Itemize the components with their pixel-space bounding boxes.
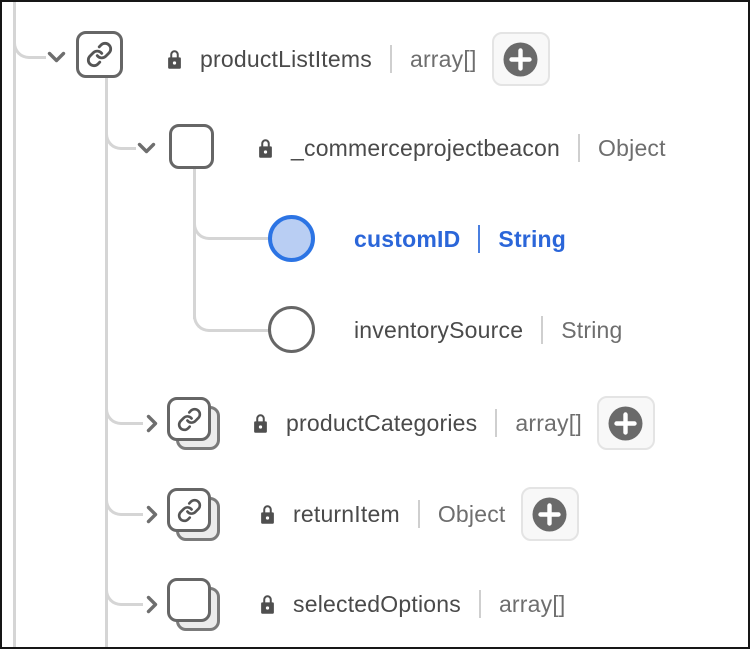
chevron-right-icon[interactable] bbox=[146, 414, 159, 438]
field-row-selectedOptions: selectedOptions array[] bbox=[259, 576, 566, 632]
field-row-inventorySource: inventorySource String bbox=[354, 302, 623, 358]
plus-icon bbox=[608, 406, 643, 440]
stack-front-card bbox=[167, 578, 211, 622]
plus-icon bbox=[503, 42, 538, 76]
type-divider bbox=[417, 500, 420, 528]
field-name[interactable]: inventorySource bbox=[354, 316, 524, 343]
type-divider bbox=[578, 134, 581, 162]
field-row-productListItems: productListItems array[] bbox=[166, 31, 550, 87]
field-name[interactable]: productCategories bbox=[286, 409, 478, 436]
add-field-button[interactable] bbox=[596, 396, 655, 450]
field-circle-icon[interactable] bbox=[268, 306, 315, 353]
tree-line-product-list-items bbox=[105, 75, 108, 647]
tree-elbow bbox=[105, 408, 143, 425]
tree-elbow bbox=[13, 42, 46, 59]
field-name[interactable]: selectedOptions bbox=[293, 590, 461, 617]
plus-icon bbox=[532, 497, 567, 531]
field-name[interactable]: productListItems bbox=[200, 45, 372, 72]
add-field-button[interactable] bbox=[520, 487, 579, 541]
stacked-box-icon[interactable] bbox=[167, 578, 221, 632]
type-divider bbox=[478, 590, 481, 618]
field-type: Object bbox=[437, 500, 506, 527]
field-name[interactable]: customID bbox=[354, 225, 461, 252]
tree-elbow bbox=[105, 499, 143, 516]
lock-icon bbox=[259, 504, 276, 525]
type-divider bbox=[389, 45, 392, 73]
field-type: array[] bbox=[515, 409, 582, 436]
type-divider bbox=[495, 409, 498, 437]
field-type: Object bbox=[598, 134, 666, 161]
stacked-link-box-icon[interactable] bbox=[167, 397, 221, 451]
stack-front-card bbox=[167, 397, 211, 441]
field-row-productCategories: productCategories array[] bbox=[252, 395, 655, 451]
field-row-customID: customID String bbox=[354, 211, 566, 267]
link-icon bbox=[177, 498, 201, 522]
tree-elbow bbox=[105, 589, 143, 606]
field-type: String bbox=[498, 225, 567, 252]
lock-icon bbox=[252, 413, 269, 434]
field-name[interactable]: _commerceprojectbeacon bbox=[291, 134, 561, 161]
type-divider bbox=[541, 316, 544, 344]
tree-line-root bbox=[13, 2, 16, 647]
field-row-commerceprojectbeacon: _commerceprojectbeacon Object bbox=[257, 120, 666, 176]
lock-icon bbox=[257, 138, 274, 159]
field-type: array[] bbox=[409, 45, 477, 72]
field-row-returnItem: returnItem Object bbox=[259, 486, 579, 542]
tree-elbow bbox=[105, 133, 136, 150]
add-field-button[interactable] bbox=[491, 32, 550, 86]
chevron-right-icon[interactable] bbox=[146, 595, 159, 619]
field-type: array[] bbox=[498, 590, 566, 617]
field-type: String bbox=[561, 316, 623, 343]
chevron-right-icon[interactable] bbox=[146, 505, 159, 529]
tree-line-commerceprojectbeacon bbox=[193, 167, 196, 319]
lock-icon bbox=[166, 49, 183, 70]
chevron-down-icon[interactable] bbox=[47, 51, 66, 69]
object-box-icon[interactable] bbox=[169, 124, 214, 169]
field-circle-selected-icon[interactable] bbox=[268, 215, 315, 262]
field-name[interactable]: returnItem bbox=[293, 500, 400, 527]
link-box-icon[interactable] bbox=[76, 31, 123, 78]
link-icon bbox=[86, 41, 113, 68]
chevron-down-icon[interactable] bbox=[137, 142, 156, 160]
lock-icon bbox=[259, 594, 276, 615]
type-divider bbox=[478, 225, 481, 253]
stacked-link-box-icon[interactable] bbox=[167, 488, 221, 542]
tree-elbow bbox=[193, 315, 269, 332]
stack-front-card bbox=[167, 488, 211, 532]
link-icon bbox=[177, 407, 201, 431]
tree-elbow bbox=[193, 223, 269, 240]
